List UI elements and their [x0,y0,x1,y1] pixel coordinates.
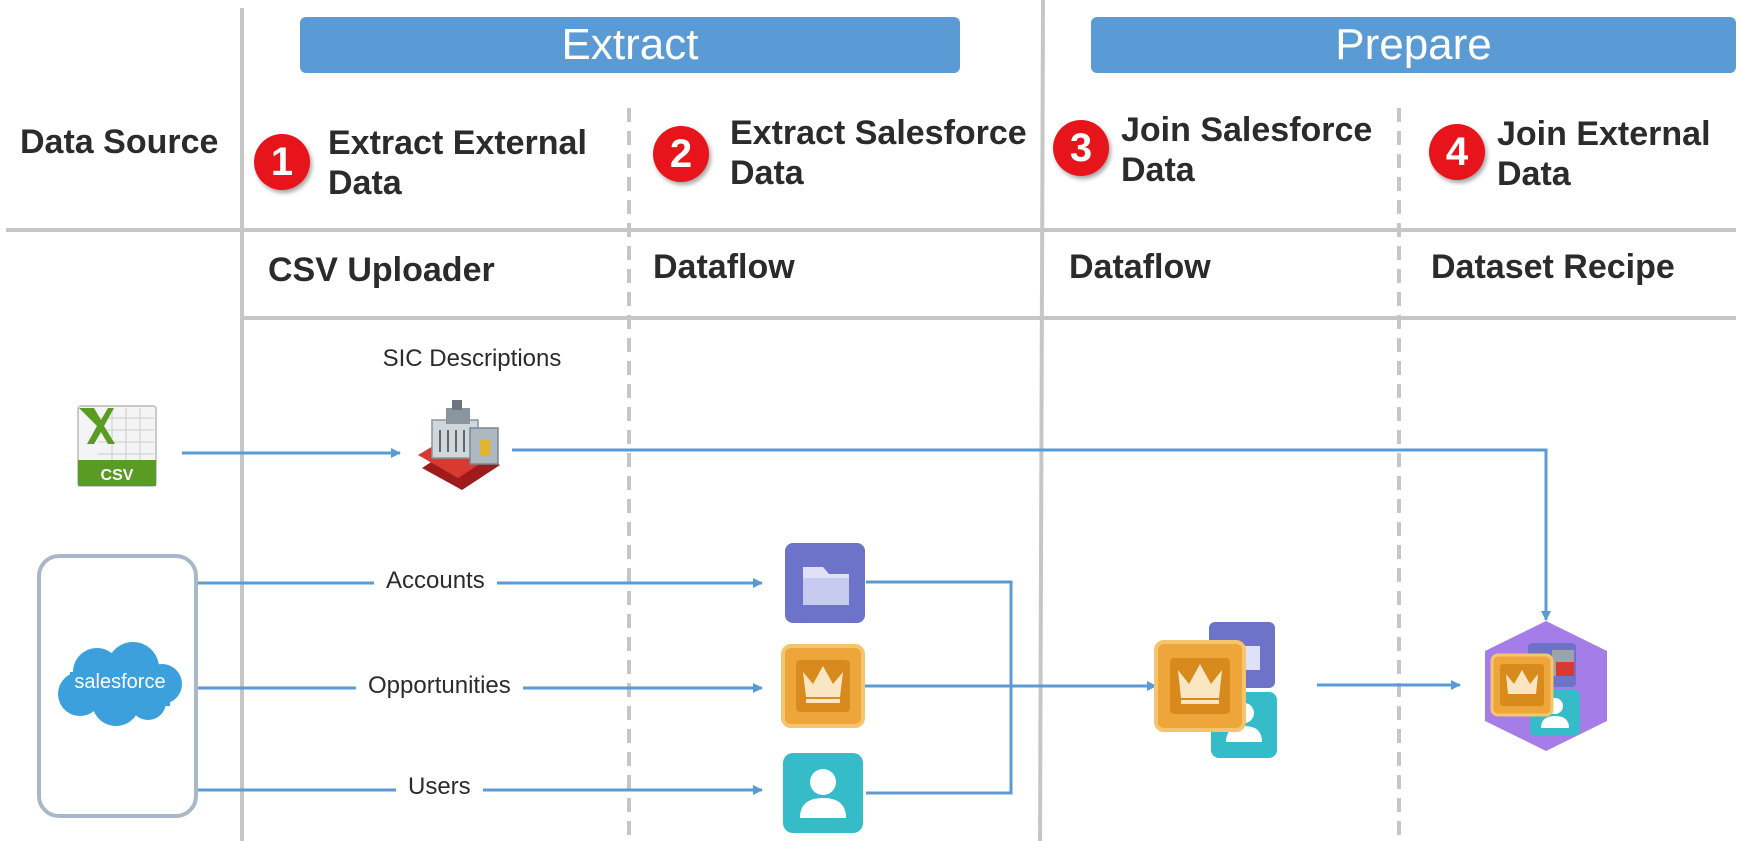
header-step-3: Join Salesforce Data [1121,111,1373,189]
factory-icon [418,400,500,490]
flow-arrows [182,448,1551,795]
accounts-folder-icon [785,543,865,623]
divider-phase [1038,0,1045,841]
step-badge-1: 1 [254,134,310,190]
header-step-2: Extract Salesforce Data [730,114,1027,192]
header-data-source: Data Source [20,123,219,161]
salesforce-logo-text: salesforce [74,671,165,693]
header-step-1: Extract External Data [328,124,587,202]
label-accounts: Accounts [374,566,497,596]
opportunities-crown-icon [781,644,865,728]
step-badge-3: 3 [1053,120,1109,176]
tool-step-4: Dataset Recipe [1431,248,1675,286]
tool-step-3: Dataflow [1069,248,1211,286]
users-person-icon [783,753,863,833]
arrow-sic-to-recipe [512,448,1551,621]
grid-lines [6,0,1736,841]
salesforce-source: salesforce [37,554,198,818]
tool-step-1: CSV Uploader [268,251,495,289]
phase-banner-prepare: Prepare [1091,17,1736,73]
joined-dataset-icon [1154,622,1277,758]
label-sic-descriptions: SIC Descriptions [382,345,562,372]
tool-step-2: Dataflow [653,248,795,286]
phase-label-prepare: Prepare [1335,20,1492,69]
recipe-hexagon-icon [1485,621,1607,751]
header-step-4: Join External Data [1497,115,1711,193]
csv-file-icon: CSV [77,405,157,487]
label-users: Users [396,772,483,802]
phase-banner-extract: Extract [300,17,960,73]
phase-label-extract: Extract [561,20,699,69]
salesforce-cloud-logo: salesforce [58,642,182,726]
step-badge-2: 2 [653,126,709,182]
step-badge-4: 4 [1429,124,1485,180]
csv-file-label: CSV [101,467,134,484]
label-opportunities: Opportunities [356,671,523,701]
